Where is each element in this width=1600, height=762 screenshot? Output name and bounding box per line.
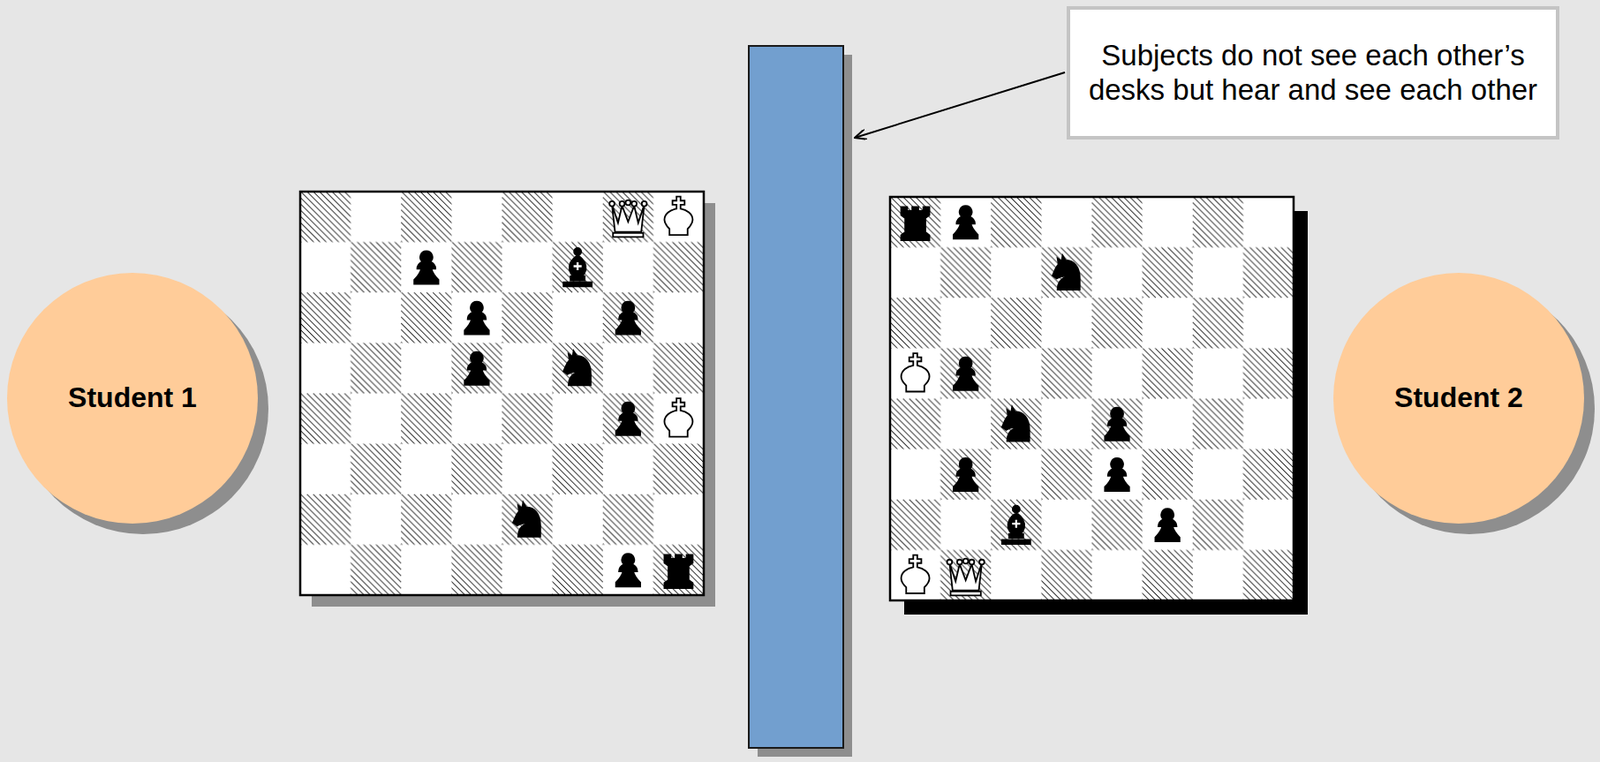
student-label: Student 1 bbox=[67, 381, 197, 416]
chessboard bbox=[890, 196, 1308, 615]
student-circle: Student 2 bbox=[1333, 272, 1585, 524]
student-label: Student 2 bbox=[1394, 381, 1524, 416]
divider-screen bbox=[748, 45, 844, 748]
chessboard bbox=[300, 191, 716, 607]
callout-text: Subjects do not see each other’s desks b… bbox=[1084, 38, 1542, 108]
leader-line bbox=[854, 72, 1065, 138]
callout-box: Subjects do not see each other’s desks b… bbox=[1066, 6, 1560, 140]
student-circle: Student 1 bbox=[7, 272, 258, 524]
